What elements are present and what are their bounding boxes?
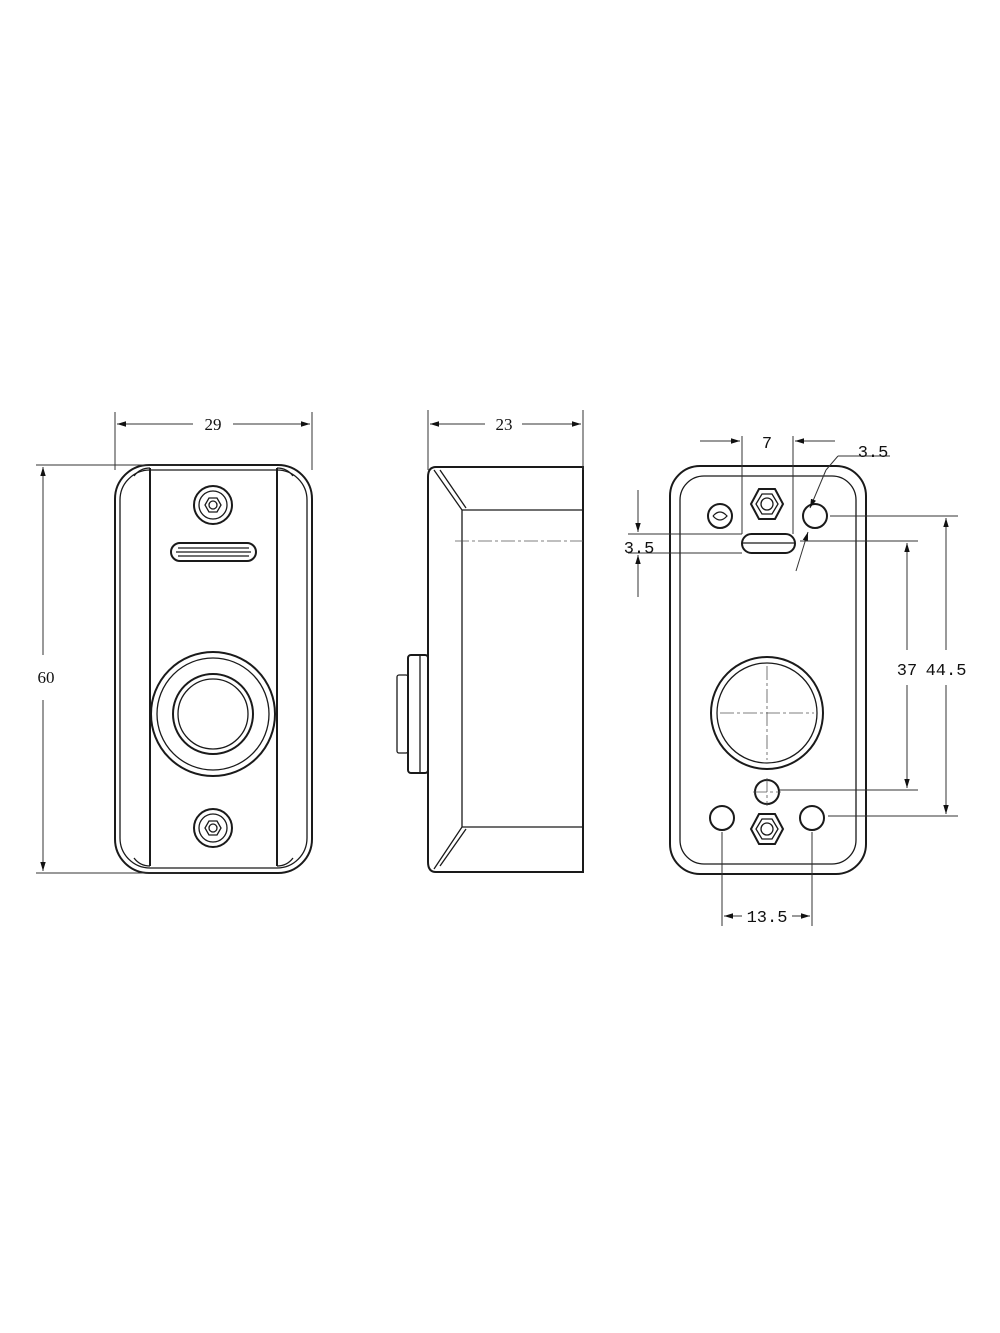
back-inner-body: [679, 475, 857, 865]
side-button-protrusion: [396, 654, 429, 774]
front-width-dimension: 29: [114, 412, 313, 470]
back-inner-spacing-label: 37: [897, 662, 917, 681]
back-hole-diameter-label: 3.5: [858, 444, 889, 463]
back-slot-height-label: 3.5: [624, 540, 655, 559]
back-keyhole-slot: [741, 533, 796, 554]
front-inner-body: [119, 469, 308, 869]
back-center-opening: [710, 656, 824, 770]
front-push-button: [150, 651, 276, 777]
front-bottom-screw: [193, 808, 233, 848]
side-depth-label: 23: [496, 415, 513, 434]
front-height-dimension: 60: [36, 464, 180, 874]
back-center-small-hole: [753, 778, 781, 806]
front-view: 29 60: [36, 412, 313, 874]
back-top-hex-nut: [749, 488, 785, 520]
back-outer-spacing-dimension: 44.5: [828, 515, 967, 817]
back-slot-spacing-dimension: 7: [700, 435, 835, 534]
front-outer-body: [114, 464, 313, 874]
back-top-right-hole: [802, 503, 828, 529]
back-bottom-right-hole: [799, 805, 825, 831]
side-outline: [427, 466, 584, 873]
side-view: 23: [396, 410, 584, 873]
back-outer-spacing-label: 44.5: [926, 662, 967, 681]
back-hole-diameter-dimension: 3.5: [795, 444, 890, 572]
front-led-slot: [170, 542, 257, 562]
back-top-left-screw: [707, 503, 733, 529]
back-bottom-spacing-label: 13.5: [747, 909, 788, 928]
back-outer-body: [669, 465, 867, 875]
side-depth-dimension: 23: [427, 410, 584, 470]
front-top-screw: [193, 485, 233, 525]
front-height-label: 60: [38, 668, 55, 687]
back-bottom-hex-nut: [749, 813, 785, 845]
side-bevel: [433, 469, 583, 870]
back-inner-spacing-dimension: 37: [779, 540, 918, 791]
front-plate: [149, 468, 278, 866]
back-slot-height-dimension: 3.5: [624, 490, 742, 597]
back-view: 7 3.5 3.5 37: [624, 435, 967, 928]
front-width-label: 29: [205, 415, 222, 434]
back-bottom-spacing-dimension: 13.5: [721, 832, 813, 928]
back-slot-spacing-label: 7: [762, 435, 772, 454]
back-bottom-left-hole: [709, 805, 735, 831]
